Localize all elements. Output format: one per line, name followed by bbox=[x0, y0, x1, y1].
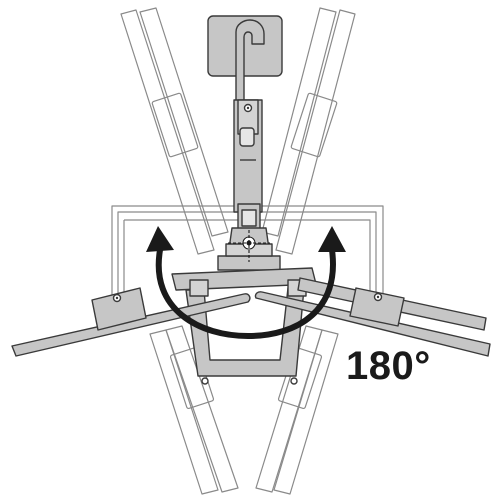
pivot-base bbox=[217, 255, 281, 271]
screw-icon bbox=[290, 377, 298, 385]
rotation-arrow-icon bbox=[146, 226, 346, 340]
ghost-right-upper-panel bbox=[275, 9, 356, 255]
ghost-right-lower-panel-inner bbox=[273, 329, 339, 495]
pivot-center-icon bbox=[228, 230, 270, 262]
right-rotated-arm bbox=[254, 277, 491, 357]
ghost-outlines bbox=[111, 7, 384, 495]
rotation-arrowhead-right bbox=[318, 226, 346, 252]
left-clip bbox=[189, 279, 209, 297]
ghost-right-upper-bracket bbox=[290, 92, 338, 158]
rotation-angle-label: 180° bbox=[346, 344, 431, 388]
right-arm-block bbox=[349, 287, 405, 327]
screw-icon bbox=[246, 106, 250, 110]
rotation-arc bbox=[155, 247, 336, 340]
base-bracket bbox=[171, 267, 317, 385]
ghost-left-lower-panel-inner bbox=[149, 329, 219, 495]
ghost-base-frame-inner bbox=[124, 219, 371, 318]
rotation-arrowhead-left bbox=[146, 226, 174, 252]
ghost-right-lower-panel bbox=[255, 325, 323, 493]
mount-arm bbox=[207, 15, 283, 271]
ghost-left-lower-panel bbox=[165, 325, 239, 493]
screw-icon bbox=[201, 377, 209, 385]
ghost-left-upper-panel bbox=[120, 9, 215, 255]
right-arm-bar-lower bbox=[254, 291, 491, 357]
ghost-left-upper-bracket bbox=[151, 92, 199, 158]
arm-column-slot bbox=[239, 127, 255, 147]
ghost-left-upper-panel-inner bbox=[139, 7, 229, 237]
left-rotated-arm bbox=[11, 287, 251, 357]
arm-curve bbox=[235, 19, 265, 105]
left-arm-block bbox=[91, 287, 147, 331]
left-arm-bar bbox=[11, 293, 251, 357]
